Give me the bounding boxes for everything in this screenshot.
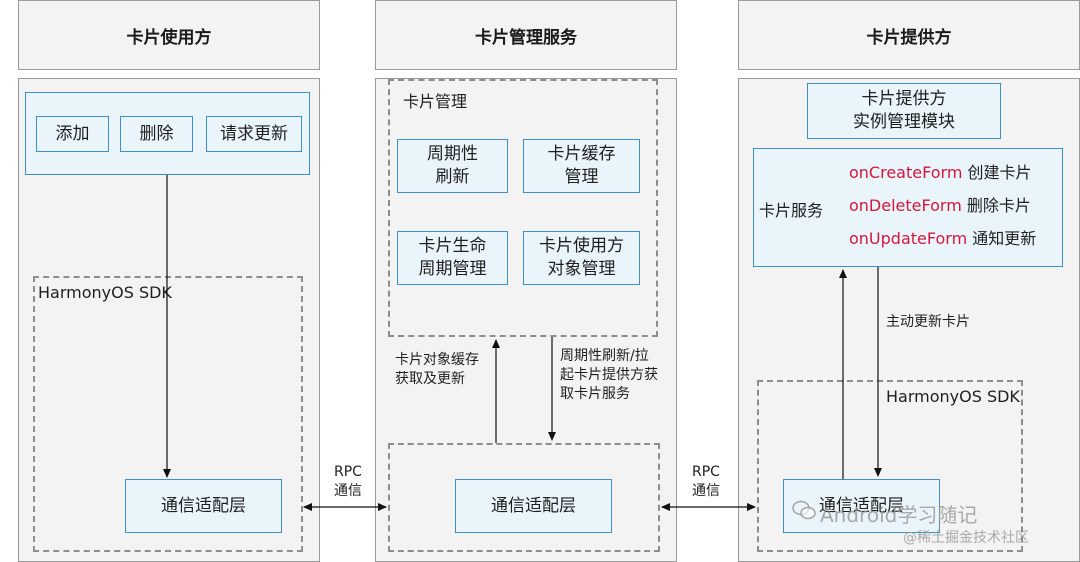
method-desc: 删除卡片 bbox=[966, 196, 1031, 215]
service-item-create: onCreateForm 创建卡片 bbox=[849, 156, 1032, 189]
method-desc: 创建卡片 bbox=[967, 163, 1032, 182]
method-name: onUpdateForm bbox=[849, 229, 968, 248]
rpc-left-label: RPC 通信 bbox=[334, 464, 362, 499]
periodic-pull-note: 周期性刷新/拉 起卡片提供方获 取卡片服务 bbox=[560, 348, 658, 402]
watermark-title: Android学习随记 bbox=[820, 503, 978, 527]
card-lifecycle-module: 卡片生命 周期管理 bbox=[397, 231, 508, 285]
cache-fetch-note: 卡片对象缓存 获取及更新 bbox=[395, 352, 479, 387]
column-header-user: 卡片使用方 bbox=[18, 0, 320, 70]
service-item-update: onUpdateForm 通知更新 bbox=[849, 222, 1036, 255]
watermark-source: @稀土掘金技术社区 bbox=[903, 530, 1029, 546]
active-update-note: 主动更新卡片 bbox=[886, 314, 970, 330]
wechat-icon bbox=[792, 500, 816, 520]
rpc-right-label: RPC 通信 bbox=[692, 464, 720, 499]
method-name: onDeleteForm bbox=[849, 196, 962, 215]
card-service-box bbox=[753, 148, 1063, 267]
provider-instance-module: 卡片提供方 实例管理模块 bbox=[807, 83, 1001, 139]
delete-button[interactable]: 删除 bbox=[120, 116, 193, 152]
provider-sdk-region bbox=[757, 380, 1023, 552]
manager-adapter-region bbox=[388, 443, 660, 552]
add-button[interactable]: 添加 bbox=[36, 116, 109, 152]
card-management-label: 卡片管理 bbox=[403, 92, 468, 111]
periodic-refresh-module: 周期性 刷新 bbox=[397, 139, 508, 193]
service-item-delete: onDeleteForm 删除卡片 bbox=[849, 189, 1031, 222]
user-sdk-label: HarmonyOS SDK bbox=[38, 283, 172, 302]
card-management-group bbox=[388, 79, 658, 337]
user-object-module: 卡片使用方 对象管理 bbox=[523, 231, 640, 285]
method-desc: 通知更新 bbox=[972, 229, 1037, 248]
card-cache-module: 卡片缓存 管理 bbox=[523, 139, 640, 193]
column-header-provider: 卡片提供方 bbox=[738, 0, 1080, 70]
user-adapter-layer: 通信适配层 bbox=[125, 479, 282, 533]
card-service-label: 卡片服务 bbox=[759, 201, 824, 220]
provider-sdk-label: HarmonyOS SDK bbox=[886, 387, 1020, 406]
user-sdk-region bbox=[33, 276, 303, 552]
column-header-manager: 卡片管理服务 bbox=[375, 0, 677, 70]
request-update-button[interactable]: 请求更新 bbox=[206, 116, 302, 152]
manager-adapter-layer: 通信适配层 bbox=[455, 479, 612, 533]
method-name: onCreateForm bbox=[849, 163, 963, 182]
